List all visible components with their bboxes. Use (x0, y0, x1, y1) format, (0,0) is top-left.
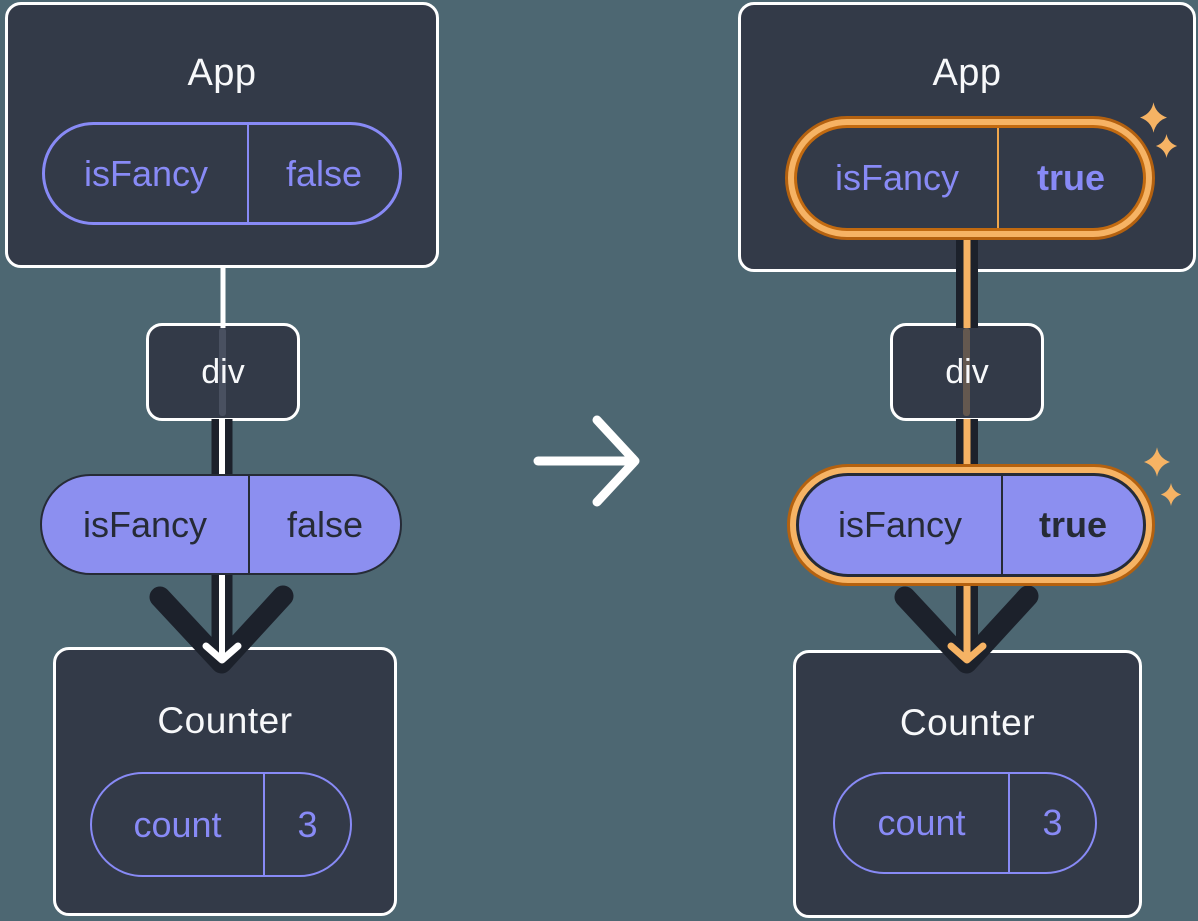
left-prop-pill: isFancy false (40, 474, 402, 575)
sparkle-icon (1140, 102, 1167, 133)
sparkle-icon (1144, 447, 1170, 477)
right-app-state-pill: isFancy true (794, 125, 1146, 231)
state-key: count (92, 774, 265, 875)
prop-value: false (286, 503, 364, 545)
left-counter-state-pill: count 3 (90, 772, 352, 877)
state-value: false (285, 152, 363, 194)
left-app-state-pill: isFancy false (42, 122, 402, 225)
prop-line-through-div (963, 328, 970, 416)
state-key: count (835, 774, 1010, 872)
left-app-title: App (187, 52, 257, 94)
right-div-label: div (945, 352, 989, 391)
right-prop-pill: isFancy true (796, 473, 1146, 577)
prop-value: true (1038, 504, 1107, 545)
right-div-box: div (890, 323, 1044, 421)
right-prop-pill-highlight: isFancy true (787, 464, 1155, 586)
sparkle-icon (1160, 483, 1182, 506)
right-counter-state-pill: count 3 (833, 772, 1097, 874)
left-div-box: div (146, 323, 300, 421)
left-counter-title: Counter (157, 700, 293, 741)
state-value: true (1036, 157, 1105, 198)
state-value: 3 (1042, 802, 1063, 843)
state-key: isFancy (45, 125, 249, 222)
transition-arrow-icon (533, 415, 640, 507)
right-app-state-pill-highlight: isFancy true (785, 116, 1155, 240)
prop-key: isFancy (799, 476, 1003, 574)
left-div-label: div (201, 352, 245, 391)
state-value: 3 (297, 803, 318, 845)
right-app-title: App (932, 52, 1002, 94)
right-counter-title: Counter (899, 702, 1036, 743)
prop-line-through-div (219, 328, 226, 416)
prop-key: isFancy (42, 476, 250, 573)
state-key: isFancy (797, 128, 999, 228)
sparkle-icon (1155, 134, 1178, 158)
